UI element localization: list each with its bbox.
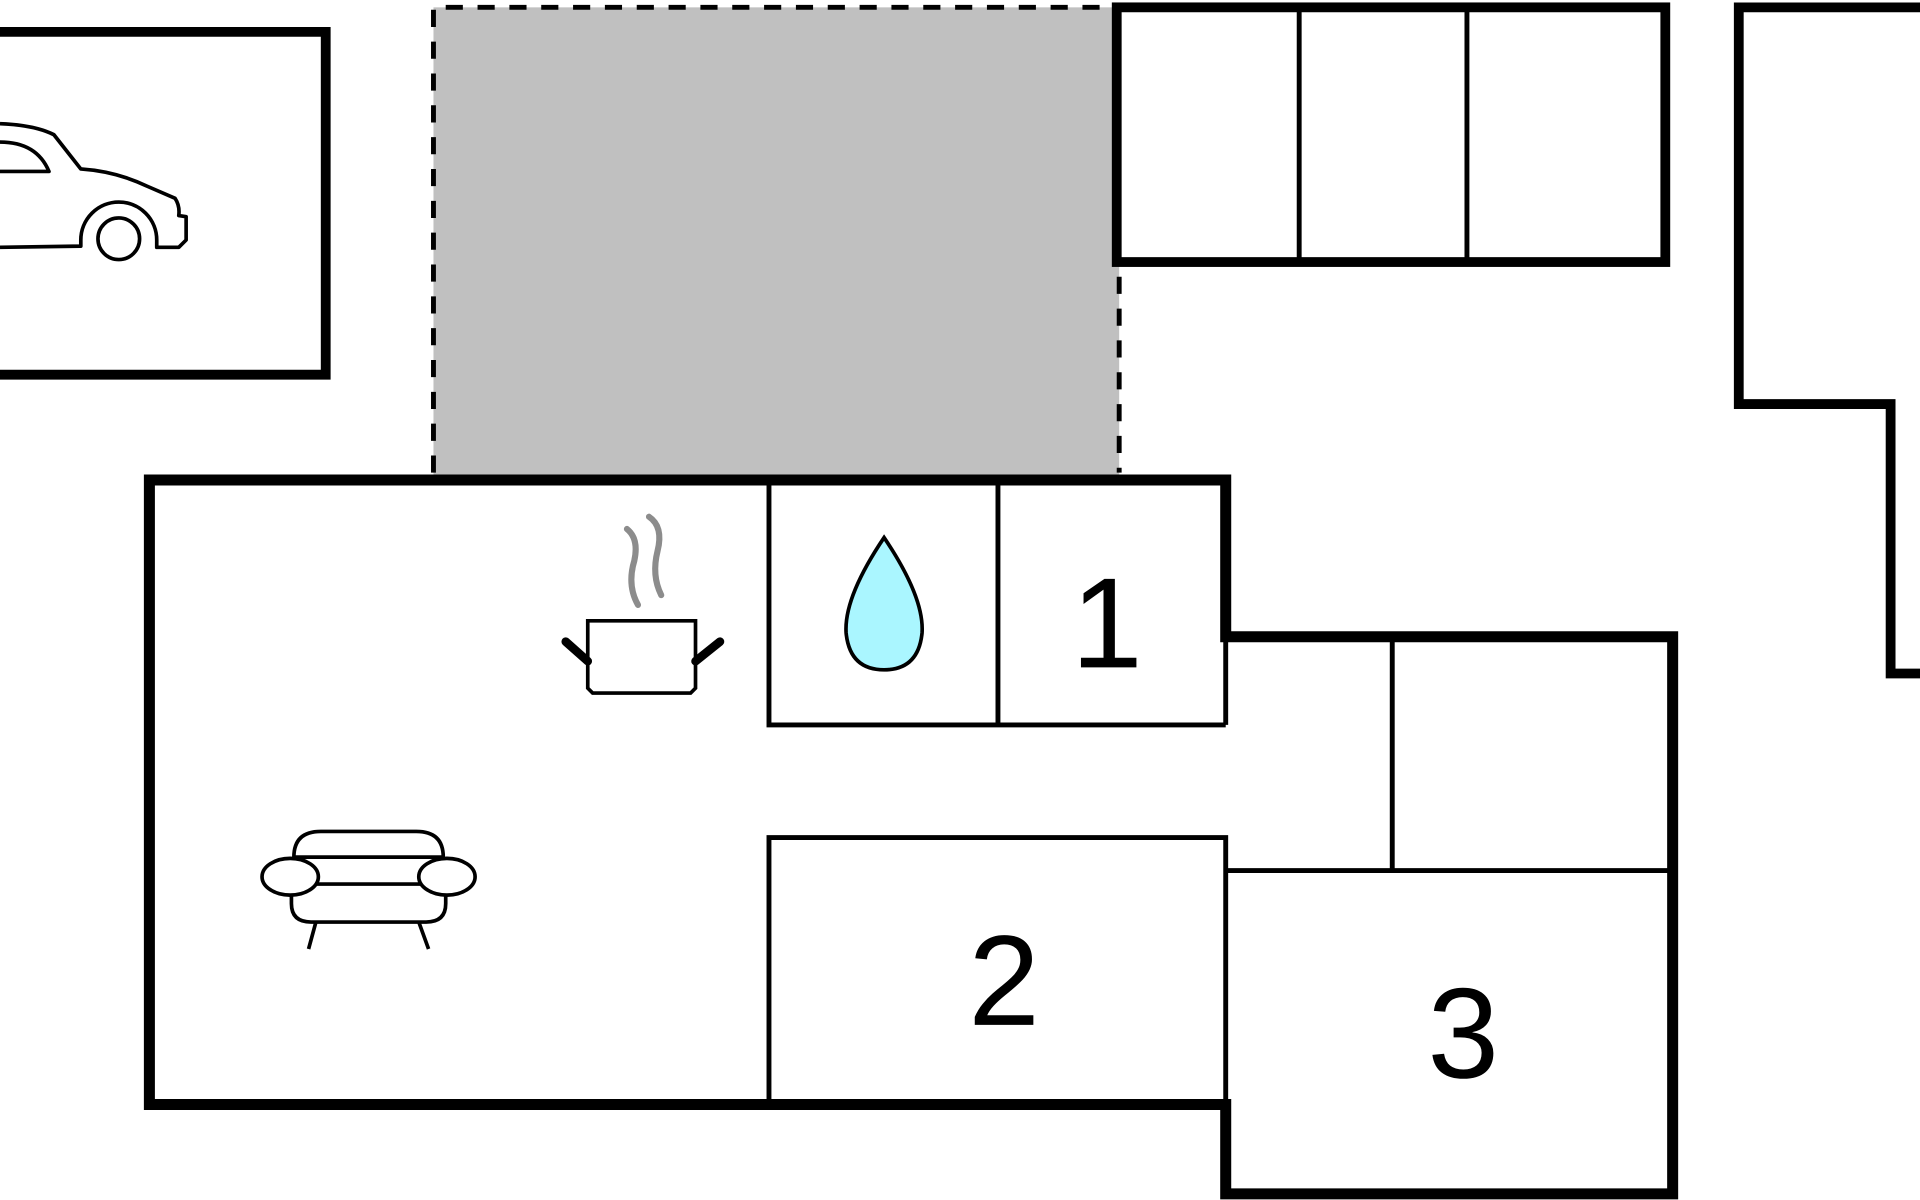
sofa-icon: [260, 829, 477, 950]
water-drop-icon: [844, 534, 924, 672]
garage-outline: [0, 26, 331, 380]
house-outer-walls: [143, 474, 1679, 1200]
car-icon: [0, 121, 188, 262]
terrace-area: [433, 7, 1120, 481]
bedroom-2-walls: [766, 835, 1229, 1105]
cooking-pot-icon: [561, 513, 725, 695]
room-number-3: 3: [1428, 963, 1500, 1106]
bathroom-wall: [766, 480, 1226, 728]
terrace-dashed-outline: [431, 4, 1122, 473]
room-number-1: 1: [1071, 552, 1143, 695]
room-number-2: 2: [968, 910, 1040, 1053]
neighbouring-building: [1733, 2, 1920, 679]
storage-outline: [1111, 2, 1671, 267]
